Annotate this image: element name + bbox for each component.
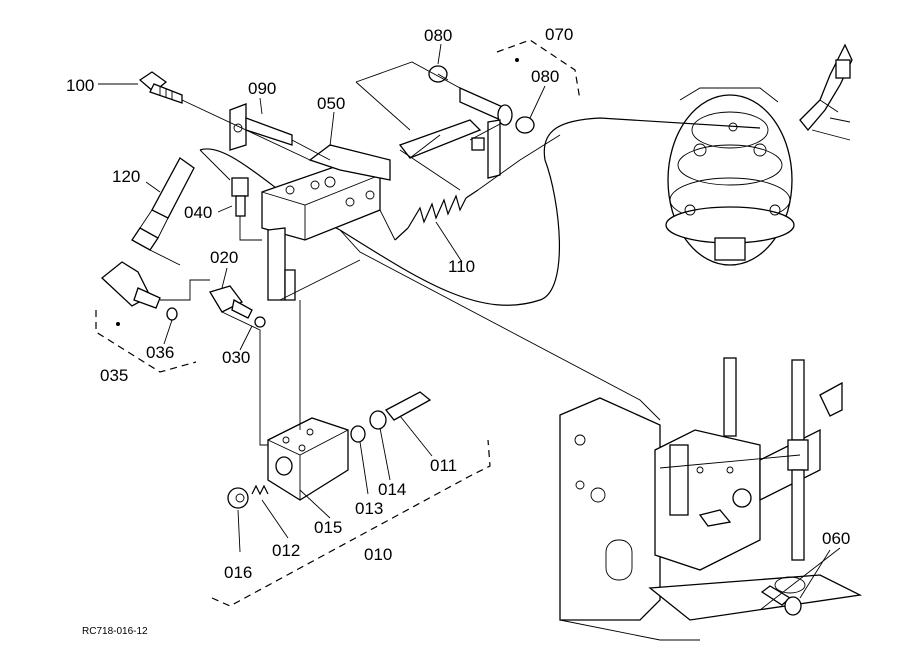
leader-lines (149, 61, 841, 611)
bracket-050 (261, 144, 391, 301)
callout-080-right: 080 (531, 67, 559, 86)
fitting-035 (101, 261, 178, 326)
callout-013: 013 (355, 499, 383, 518)
callout-014: 014 (378, 480, 406, 499)
callout-035: 035 (100, 366, 128, 385)
washers-pin (350, 391, 432, 443)
callout-120: 120 (112, 167, 140, 186)
callout-090: 090 (248, 79, 276, 98)
spring-110 (394, 189, 479, 241)
callout-060: 060 (822, 529, 850, 548)
callout-016: 016 (224, 563, 252, 582)
callout-leaders (98, 43, 831, 599)
group-marker-070 (515, 58, 519, 62)
callout-080-top: 080 (424, 26, 452, 45)
callout-030: 030 (222, 348, 250, 367)
lever-070 (398, 65, 535, 179)
callout-020: 020 (210, 248, 238, 267)
plug-016 (227, 484, 269, 509)
callout-100: 100 (66, 76, 94, 95)
bolt-040 (231, 177, 249, 217)
pump-assembly (665, 43, 853, 266)
callout-011: 011 (430, 456, 457, 475)
callout-070: 070 (545, 25, 573, 44)
valve-block-015 (267, 417, 349, 501)
callout-110: 110 (448, 257, 475, 276)
callout-050: 050 (317, 94, 345, 113)
callout-010: 010 (364, 545, 392, 564)
callout-036: 036 (146, 343, 174, 362)
callout-015: 015 (314, 518, 342, 537)
callout-040: 040 (184, 203, 212, 222)
bolt-100 (138, 71, 183, 104)
group-outlines (95, 39, 581, 607)
nipple-020 (209, 285, 266, 328)
callout-012: 012 (272, 541, 300, 560)
callout-labels: 100 090 080 070 080 050 120 040 020 110 … (66, 25, 850, 637)
drawing-code: RC718-016-12 (82, 626, 148, 637)
frame-bracket (559, 357, 863, 641)
pin-090 (229, 103, 293, 151)
